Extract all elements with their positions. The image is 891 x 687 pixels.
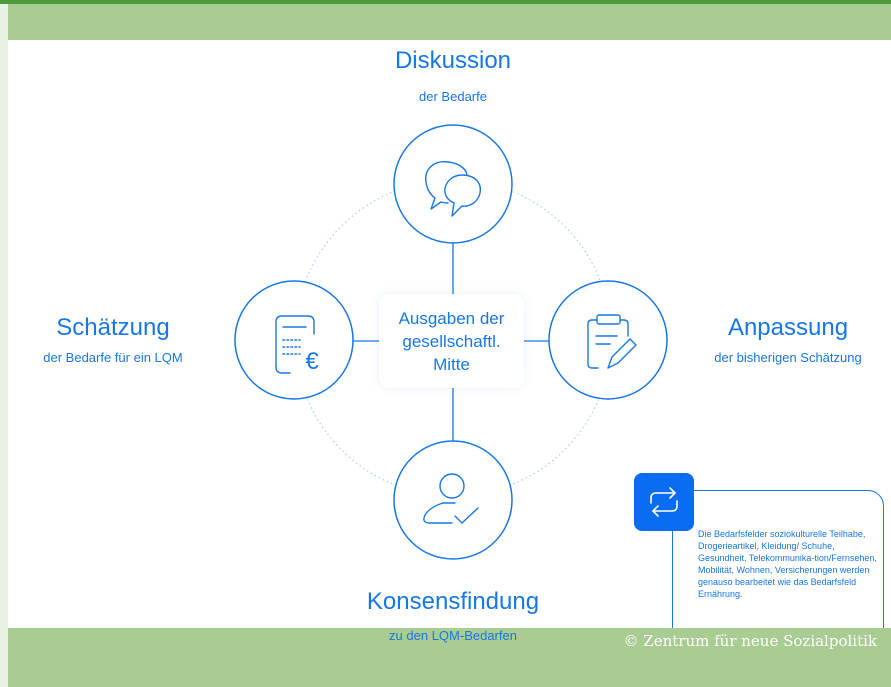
node-subtitle-bottom: zu den LQM-Bedarfen [389, 628, 517, 643]
node-title-bottom: Konsensfindung [366, 588, 540, 615]
center-label: Ausgaben der gesellschaftl. Mitte [398, 308, 505, 374]
node-circle-right [548, 280, 668, 400]
node-title-left: Schätzung [56, 314, 170, 341]
node-circle-left [234, 280, 354, 400]
euro-symbol: € [305, 348, 319, 375]
node-circle-top [393, 124, 513, 244]
clipboard-edit-icon [587, 314, 637, 369]
person-check-icon [423, 473, 479, 524]
note-text: Die Bedarfsfelder soziokulturelle Teilha… [698, 529, 877, 599]
calculator-euro-icon [275, 315, 315, 374]
copyright-text: © Zentrum für neue Sozialpolitik [623, 632, 877, 650]
top-accent-line [0, 0, 891, 4]
node-subtitle-left: der Bedarfe für ein LQM [43, 350, 183, 365]
node-circle-bottom [393, 440, 513, 560]
refresh-cycle-icon [650, 487, 678, 517]
top-band [8, 4, 891, 40]
node-title-top: Diskussion [394, 47, 512, 74]
left-strip [0, 4, 8, 687]
node-subtitle-right: der bisherigen Schätzung [714, 350, 862, 365]
speech-bubbles-icon [425, 161, 482, 217]
note-icon-box [634, 473, 694, 531]
connector-lines [352, 241, 550, 442]
bottom-band [8, 628, 891, 687]
node-title-right: Anpassung [727, 314, 849, 341]
node-subtitle-top: der Bedarfe [419, 89, 487, 104]
center-box: Ausgaben der gesellschaftl. Mitte [379, 294, 524, 388]
